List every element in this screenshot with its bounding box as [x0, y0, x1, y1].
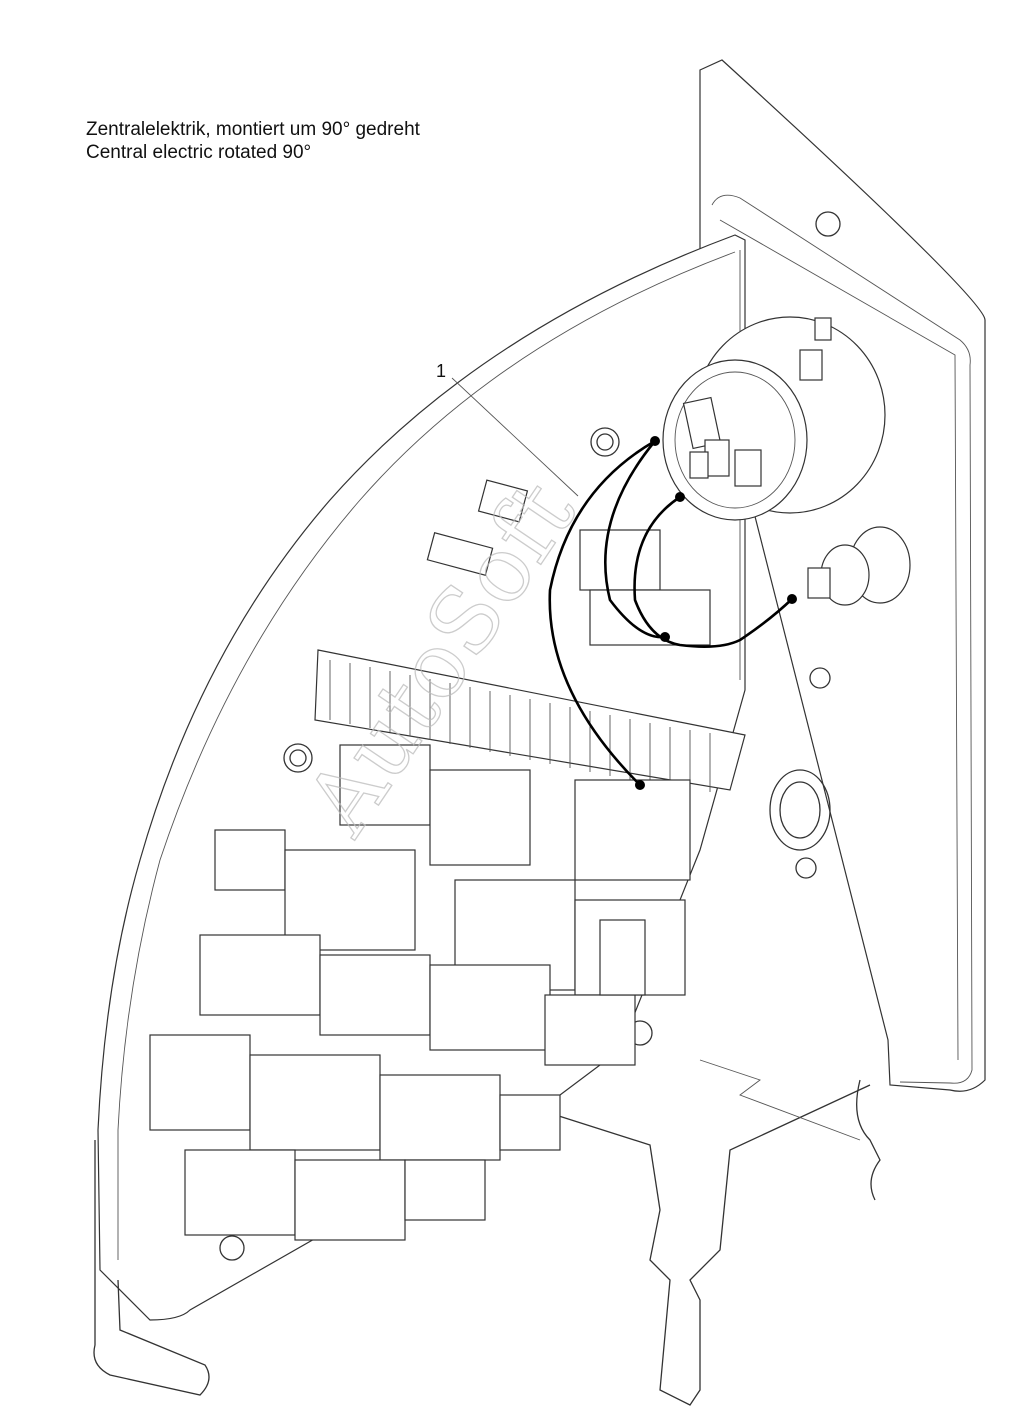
- callout-label: 1: [436, 361, 446, 381]
- relay-block: [149, 744, 691, 1241]
- fuse-strip: [314, 649, 746, 792]
- push-button: [807, 526, 911, 606]
- caption: Zentralelektrik, montiert um 90° gedreht…: [86, 118, 420, 164]
- ignition-switch: [662, 316, 886, 521]
- callout-1: 1: [436, 361, 579, 497]
- caption-english: Central electric rotated 90°: [86, 142, 312, 163]
- caption-german: Zentralelektrik, montiert um 90° gedreht: [86, 119, 420, 140]
- wiring-harness: [548, 436, 797, 790]
